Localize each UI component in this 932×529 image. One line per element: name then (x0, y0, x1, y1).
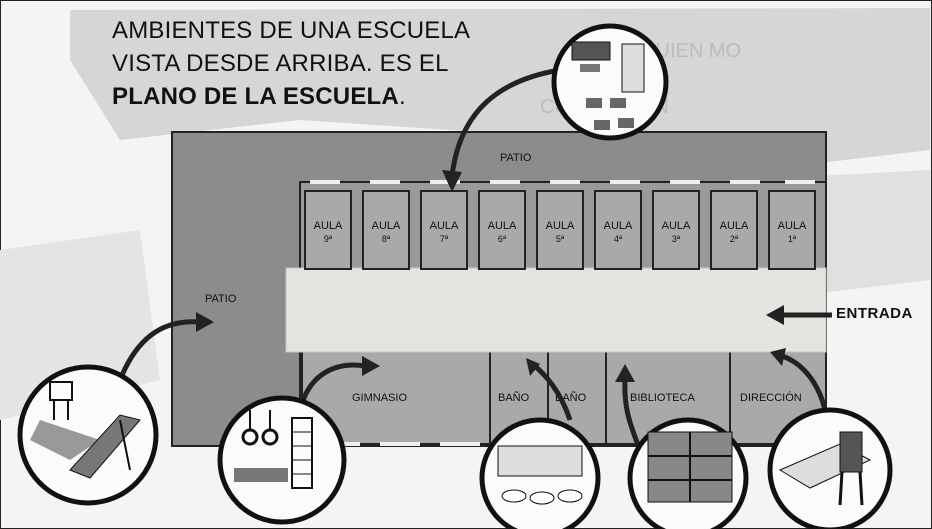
bath-label-1: BAÑO (498, 392, 530, 404)
library-label: BIBLIOTECA (630, 392, 695, 404)
patio-top-label: PATIO (500, 152, 532, 164)
classroom-2: AULA 2ª (710, 190, 758, 270)
classroom-3: AULA 3ª (652, 190, 700, 270)
classroom-9: AULA 9ª (304, 190, 352, 270)
corridor (286, 268, 826, 352)
classroom-arrow-icon (449, 67, 561, 177)
classroom-4: AULA 4ª (594, 190, 642, 270)
bookshelf-illustration-icon (627, 417, 749, 529)
gym-label: GIMNASIO (352, 392, 408, 404)
playground-slide-illustration-icon (17, 364, 159, 506)
library-arrow-icon (622, 379, 643, 451)
classroom-label: AULA (429, 220, 459, 232)
classroom-6: AULA 6ª (478, 190, 526, 270)
classroom-number: 5ª (555, 234, 565, 244)
classroom-number: 6ª (497, 234, 507, 244)
classroom-label: AULA (313, 220, 343, 232)
office-label: DIRECCIÓN (740, 392, 802, 404)
classroom-number: 4ª (613, 234, 623, 244)
pointer-arrows (117, 67, 828, 451)
classroom-label: AULA (661, 220, 691, 232)
classroom-number: 1ª (787, 234, 797, 244)
bath-arrow-icon (533, 364, 573, 421)
classroom-label: AULA (719, 220, 749, 232)
classroom-label: AULA (777, 220, 807, 232)
classroom-label: AULA (603, 220, 633, 232)
patio-arrow-icon (117, 319, 201, 381)
arrow-heads (196, 170, 786, 382)
title-bold: PLANO DE LA ESCUELA (112, 83, 399, 110)
patio-left-label: PATIO (205, 293, 237, 305)
classroom-number: 3ª (671, 234, 681, 244)
classroom-label: AULA (371, 220, 401, 232)
classroom-number: 8ª (381, 234, 391, 244)
classroom-8: AULA 8ª (362, 190, 410, 270)
desk-chair-illustration-icon (767, 407, 893, 529)
title-line-2: VISTA DESDE ARRIBA. ES EL (112, 50, 449, 77)
classroom-number: 7ª (439, 234, 449, 244)
classroom-illustration-icon (551, 23, 669, 141)
classroom-number: 2ª (729, 234, 739, 244)
classroom-label: AULA (545, 220, 575, 232)
entrance-arrow-icon (766, 305, 832, 325)
title-period: . (398, 83, 406, 110)
sinks-illustration-icon (479, 417, 601, 529)
classroom-5: AULA 5ª (536, 190, 584, 270)
gym-equipment-illustration-icon (217, 395, 347, 525)
gym-arrow-icon (297, 362, 366, 411)
classroom-label: AULA (487, 220, 517, 232)
title-line-3: PLANO DE LA ESCUELA. (112, 80, 472, 113)
entrance-label: ENTRADA (836, 305, 913, 322)
page-title: AMBIENTES DE UNA ESCUELA VISTA DESDE ARR… (112, 14, 472, 113)
title-line-1: AMBIENTES DE UNA ESCUELA (112, 17, 471, 44)
classroom-number: 9ª (323, 234, 333, 244)
classroom-1: AULA 1ª (768, 190, 816, 270)
background-text-2: QUIEN MO (640, 40, 742, 62)
classroom-7: AULA 7ª (420, 190, 468, 270)
office-arrow-icon (781, 353, 828, 411)
